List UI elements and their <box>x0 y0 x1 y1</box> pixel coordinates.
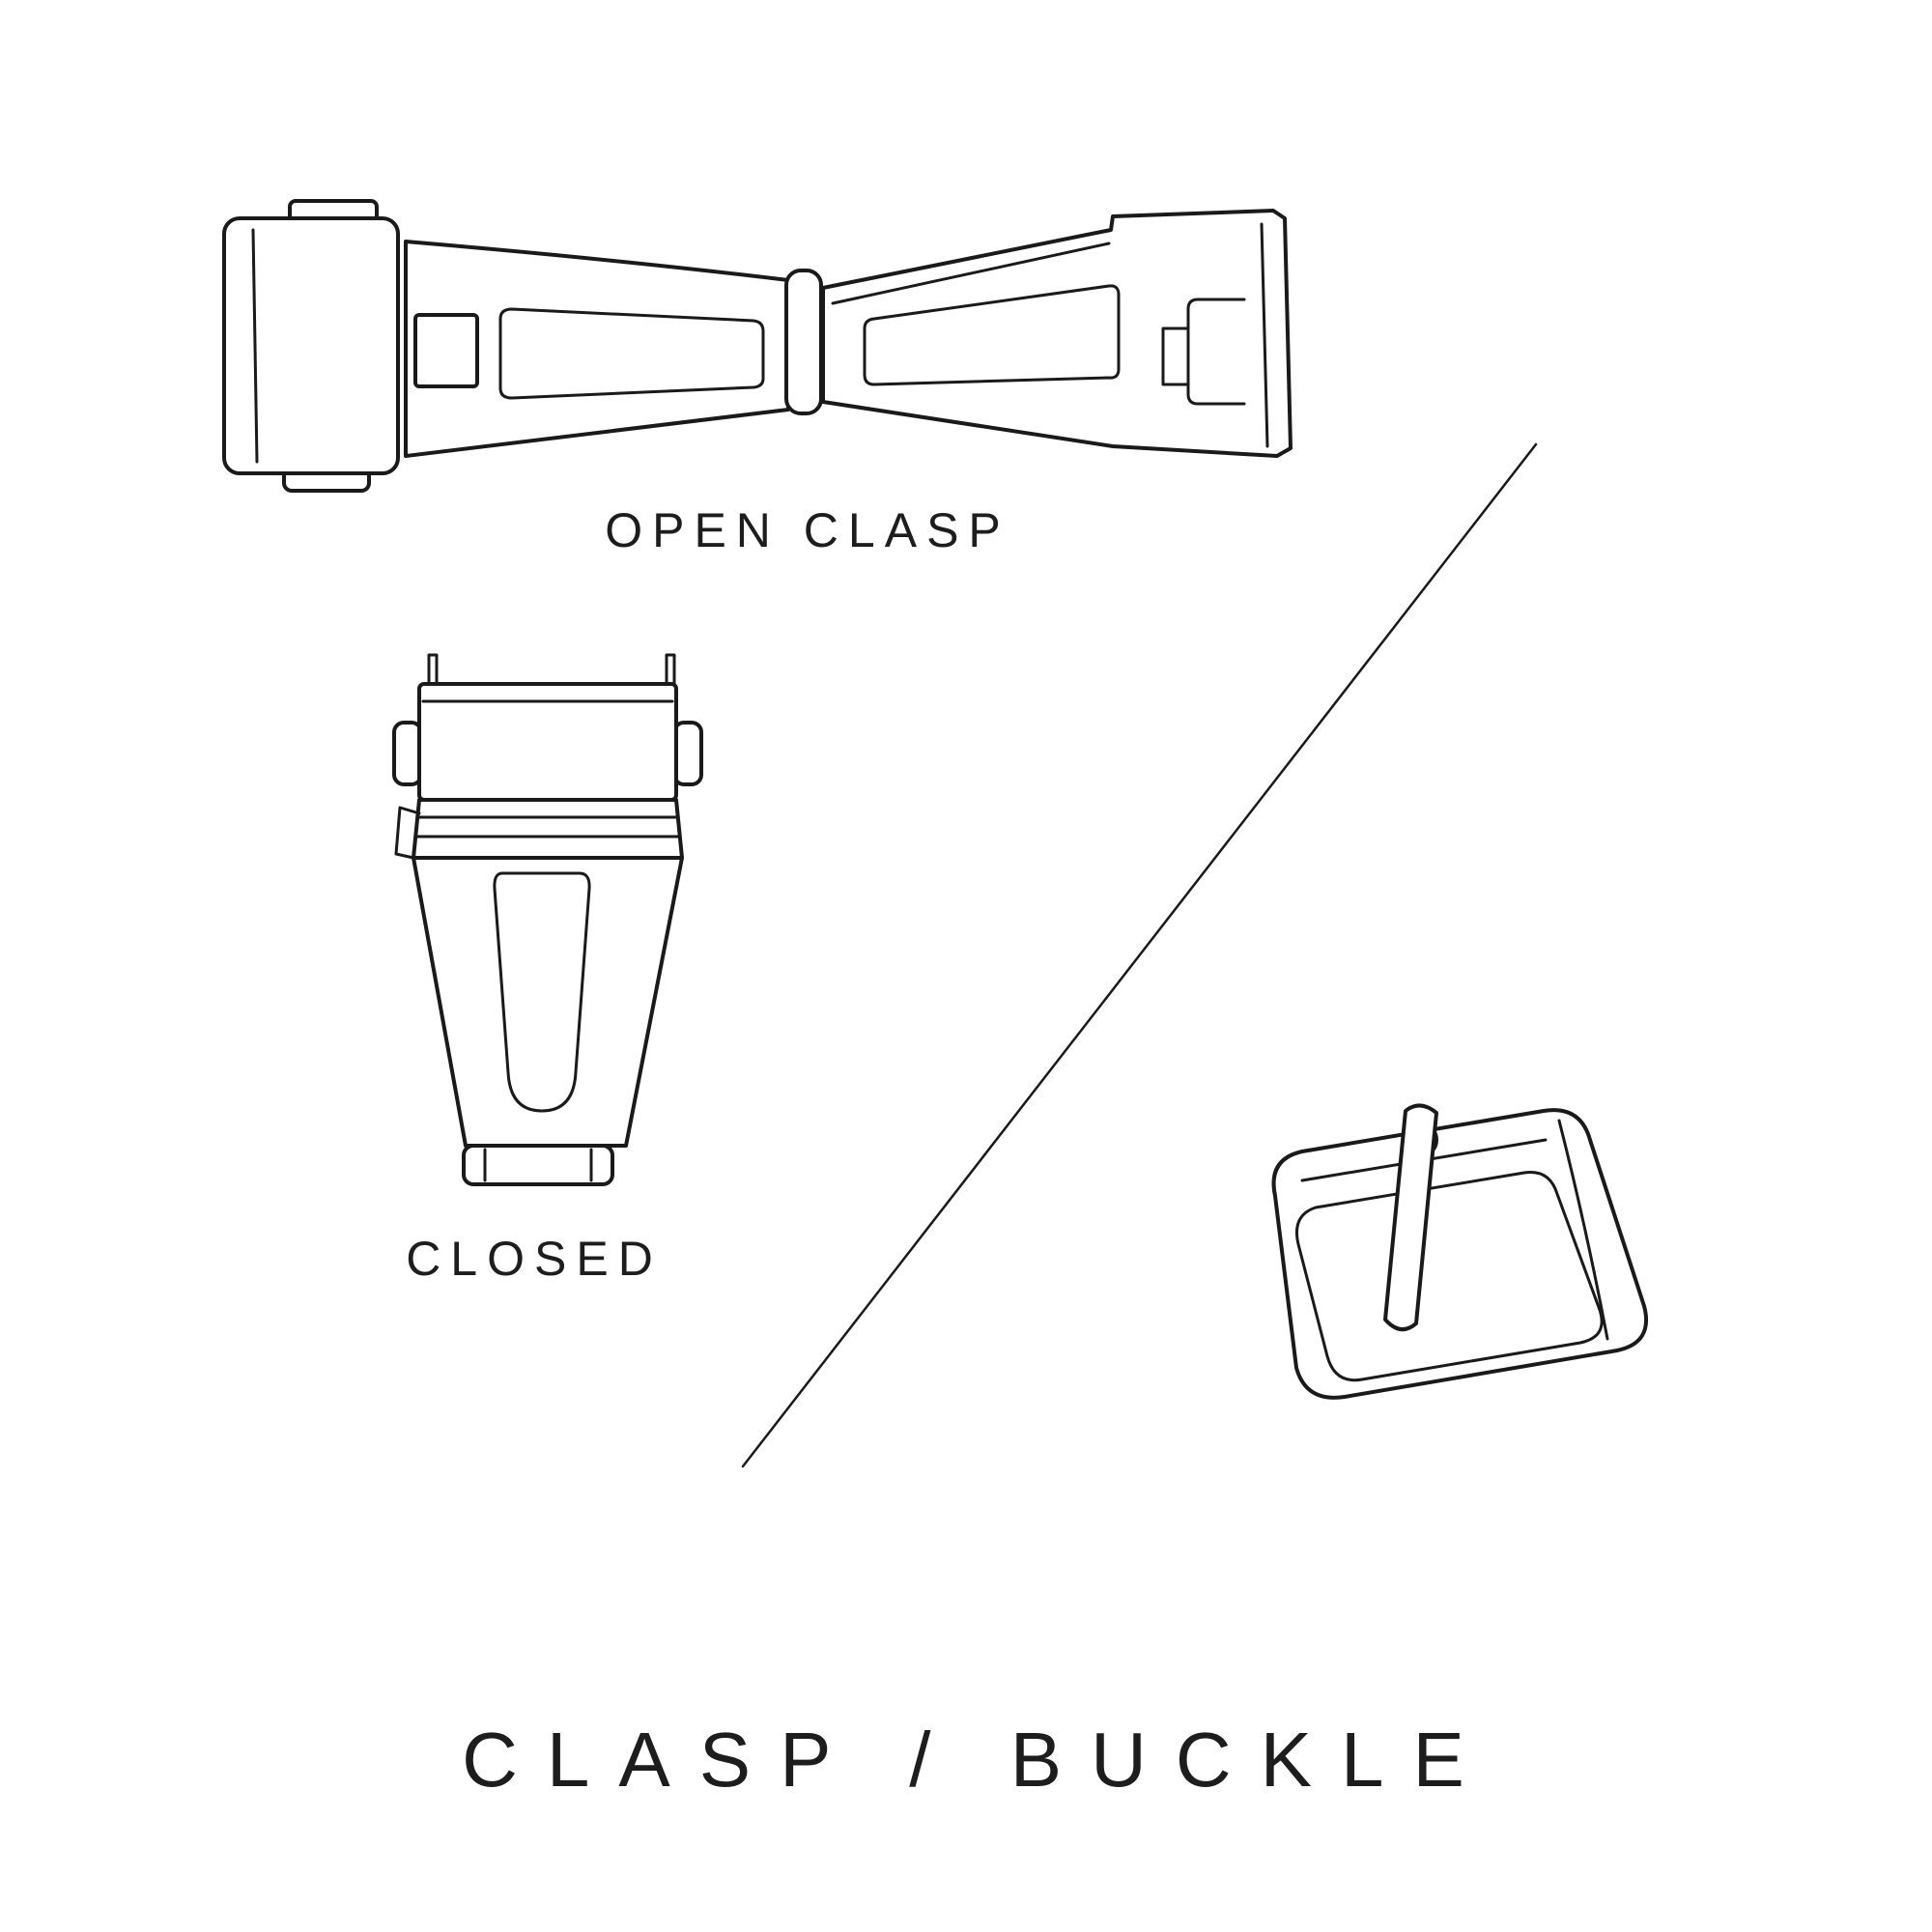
open-clasp-right-arm-fold-line <box>833 243 1109 303</box>
open-clasp-cover <box>224 218 398 473</box>
open-clasp-catch-notch <box>415 315 477 386</box>
closed-clasp-prong-right <box>667 655 674 686</box>
open-clasp-label: OPEN CLASP <box>605 503 1010 557</box>
open-clasp-right-arm <box>823 211 1291 456</box>
open-clasp-cover-edge <box>253 230 257 462</box>
closed-clasp-illustration <box>394 655 701 1184</box>
buckle-tang <box>1385 1105 1436 1329</box>
closed-clasp-tab-right <box>674 723 701 784</box>
open-clasp-end-hook <box>1163 328 1188 384</box>
closed-clasp-base <box>464 1146 612 1184</box>
closed-clasp-band <box>413 800 682 858</box>
closed-clasp-body <box>413 858 682 1146</box>
buckle-frame-inner <box>1296 1172 1602 1379</box>
open-clasp-illustration <box>224 201 1291 491</box>
closed-label: CLOSED <box>406 1232 663 1286</box>
open-clasp-hinge <box>786 270 821 413</box>
tang-buckle-illustration <box>1274 1105 1647 1397</box>
closed-clasp-band-latch <box>396 808 419 858</box>
open-clasp-end-bracket <box>1188 299 1244 404</box>
closed-clasp-prong-left <box>429 655 437 686</box>
buckle-far-bar-edge <box>1559 1121 1607 1339</box>
open-clasp-end-bar <box>1262 224 1267 446</box>
diagonal-divider-line <box>743 444 1536 1466</box>
closed-clasp-tab-left <box>394 723 421 784</box>
closed-clasp-body-slot <box>495 873 589 1111</box>
open-clasp-right-arm-panel <box>865 286 1119 384</box>
open-clasp-left-arm-panel <box>500 309 763 398</box>
page-title: CLASP / BUCKLE <box>462 1717 1493 1803</box>
open-clasp-left-arm <box>406 242 788 456</box>
